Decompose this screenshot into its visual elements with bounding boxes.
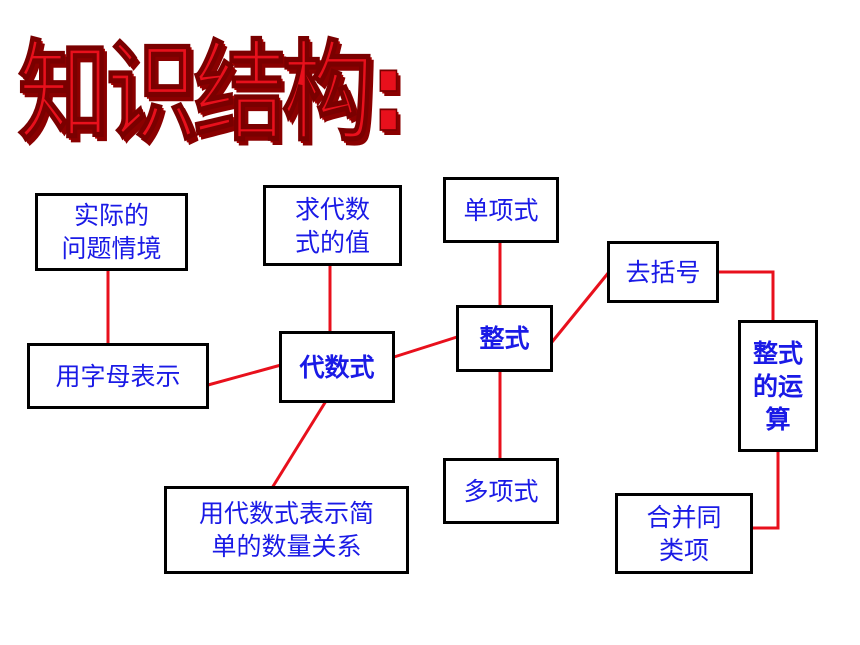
node-letters: 用字母表示	[27, 343, 209, 409]
connector-remove-brackets-to-integral-operations	[718, 270, 775, 322]
node-integral: 整式	[456, 305, 553, 372]
node-remove-brackets: 去括号	[607, 241, 719, 303]
node-simple-relation: 用代数式表示简 单的数量关系	[164, 486, 409, 574]
connector-integral-operations-to-combine-like-terms	[752, 450, 780, 530]
page-title: 知识结构:	[17, 29, 407, 157]
node-real-problem: 实际的 问题情境	[35, 193, 188, 271]
connector-algebraic-expression-to-simple-relation	[270, 400, 328, 489]
connector-algebraic-expression-to-integral	[393, 335, 458, 359]
node-polynomial: 多项式	[443, 458, 559, 524]
node-combine-like-terms: 合并同 类项	[615, 493, 753, 574]
node-integral-operations: 整式 的运 算	[738, 320, 818, 452]
node-evaluate: 求代数 式的值	[263, 185, 402, 266]
connector-letters-to-algebraic-expression	[207, 363, 282, 387]
node-algebraic-expression: 代数式	[279, 331, 395, 403]
node-monomial: 单项式	[443, 177, 559, 243]
connector-integral-to-remove-brackets	[550, 271, 611, 343]
